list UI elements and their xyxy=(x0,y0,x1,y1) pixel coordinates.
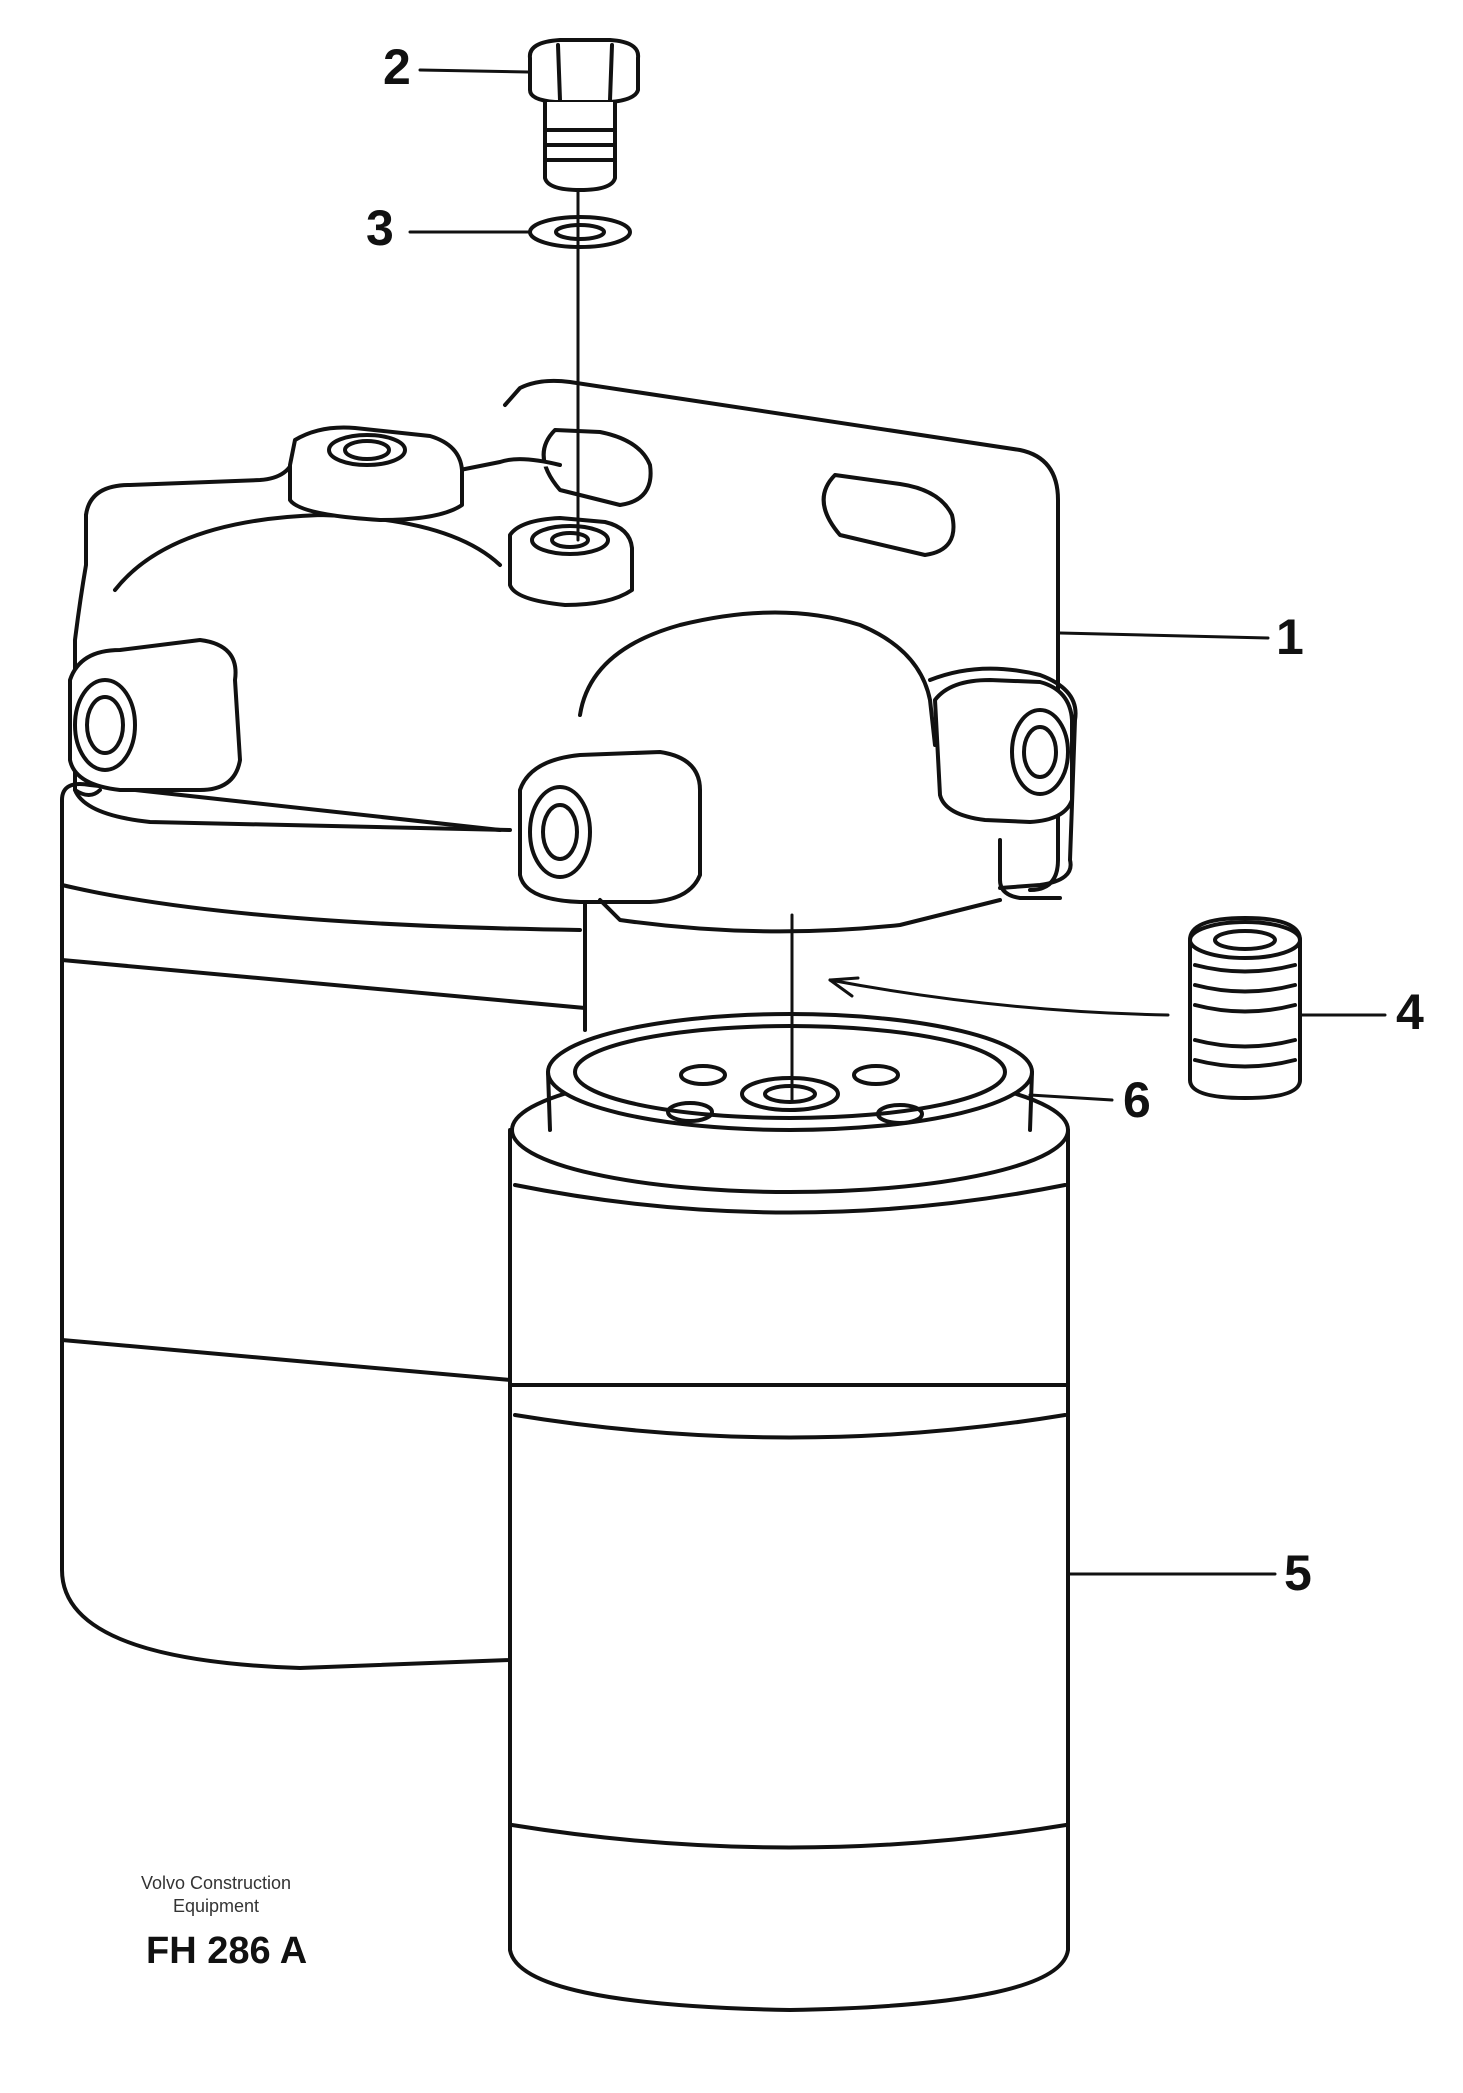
callout-3: 3 xyxy=(366,200,394,256)
hollow-bolt xyxy=(527,38,641,192)
callout-4: 4 xyxy=(1396,984,1424,1040)
threaded-nipple xyxy=(1188,916,1302,1100)
sealing-washer xyxy=(528,215,632,249)
manufacturer-line-2: Equipment xyxy=(172,1896,260,1917)
callout-5: 5 xyxy=(1284,1545,1312,1601)
manufacturer-line-1: Volvo Construction xyxy=(140,1873,292,1893)
figure-code: FH 286 A xyxy=(146,1930,308,1972)
manufacturer-label: Volvo Construction Equipment xyxy=(116,1872,316,1919)
filter-head xyxy=(68,378,1078,934)
rear-filter-canister xyxy=(60,782,587,1670)
assembly-arrow xyxy=(828,978,1170,1017)
front-filter-canister xyxy=(508,1012,1070,2012)
assembly-arrow-head xyxy=(828,976,860,998)
leader-lines xyxy=(408,68,1387,1576)
callout-6: 6 xyxy=(1123,1072,1151,1128)
callout-1: 1 xyxy=(1276,609,1304,665)
callout-2: 2 xyxy=(383,39,411,95)
